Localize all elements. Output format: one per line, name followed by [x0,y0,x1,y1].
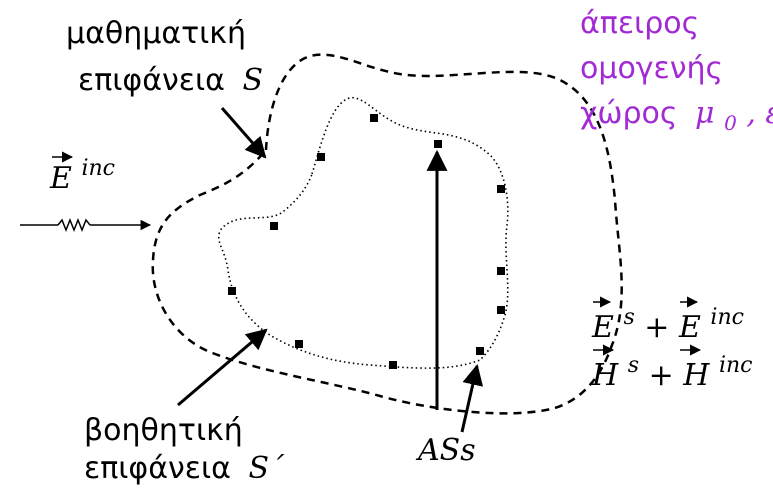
svg-text:E inc: E inc [49,156,115,196]
svg-text:E s + E inc: E s + E inc [591,297,744,345]
medium-label-line2: ομογενής [580,51,723,86]
total-E-field-label: E s + E inc [591,296,744,345]
aux-source-marker [228,287,236,295]
aux-source-marker [476,347,484,355]
math-surface-pointer-arrow [220,107,267,159]
aux-source-marker [389,361,397,369]
aux-source-marker [270,222,278,230]
total-H-field-label: H s + H inc [591,344,752,393]
aux-surface-label-line2: επιφάνεια S΄ [84,451,285,486]
math-surface-label-line2: επιφάνεια S [78,63,263,98]
svg-text:H s + H inc: H s + H inc [591,345,752,393]
math-surface-boundary [151,53,623,415]
aux-surface-pointer-arrow [177,328,268,407]
sources-pointer-arrow [460,363,484,433]
aux-source-marker [497,306,505,314]
aux-source-marker [370,114,378,122]
aux-surface-label-line1: βοηθητική [84,413,243,448]
medium-label-line3: χώρος μ 0 , ε [580,96,773,138]
aux-source-marker [434,140,442,148]
sources-label: ASs [415,433,476,468]
aux-surface-boundary [217,97,509,369]
aux-source-marker [295,340,303,348]
math-surface-label-line1: μαθηματική [66,16,246,51]
aux-source-marker [497,267,505,275]
medium-label-line1: άπειρος [580,6,699,41]
incident-field-label: E inc [49,151,115,196]
aux-source-marker [497,185,505,193]
incident-wave-icon [20,217,152,233]
aux-source-marker [317,153,325,161]
